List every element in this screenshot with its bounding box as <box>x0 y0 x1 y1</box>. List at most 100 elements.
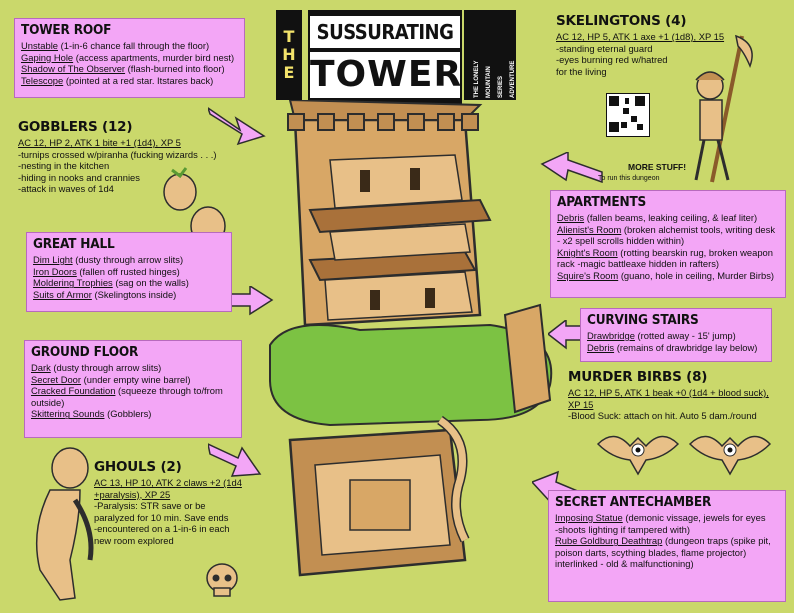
stat-block: AC 13, HP 10, ATK 2 claws +2 (1d4 <box>94 477 242 488</box>
feature-desc: (under empty wine barrel) <box>83 373 191 385</box>
title-line-1: SUSSURATING <box>310 16 460 48</box>
title-the-letter: E <box>283 63 295 82</box>
feature-name: Shadow of The Observer <box>21 63 126 75</box>
monster-note: -eyes burning red w/hatred <box>556 54 668 66</box>
feature-name: Alienist's Room <box>557 223 622 235</box>
main-title: SUSSURATING TOWER <box>308 10 462 104</box>
feature-desc: (demonic vissage, jewels for eyes <box>625 512 766 523</box>
monster-note: -turnips crossed w/piranha (fucking wiza… <box>18 148 217 160</box>
feature-desc: -shoots lighting if tampered with) <box>555 523 690 535</box>
title-block: T H E SUSSURATING TOWER THE LONELY MOUNT… <box>276 10 516 104</box>
section-ground-floor: Ground Floor Dark (dusty through arrow s… <box>24 340 242 438</box>
stat-block: AC 12, HP 5, ATK 1 axe +1 (1d8), XP 15 <box>556 31 725 42</box>
feature-name: Gaping Hole <box>21 51 74 63</box>
qr-code[interactable] <box>606 93 650 137</box>
feature-desc: interlinked - old & malfunctioning) <box>555 558 694 570</box>
feature-name: Knight's Room <box>557 246 618 258</box>
feature-desc: (dungeon traps (spike pit, <box>664 535 771 547</box>
section-title: Curving Stairs <box>587 312 699 328</box>
section-murder-birbs: Murder Birbs (8) AC 12, HP 5, ATK 1 beak… <box>568 370 788 422</box>
monster-note: paralyzed for 10 min. Save ends <box>94 511 229 523</box>
feature-name: Suits of Armor <box>33 288 92 300</box>
feature-name: Dark <box>31 362 51 373</box>
arrow-icon <box>540 152 603 184</box>
section-tower-roof: Tower Roof Unstable (1-in-6 chance fall … <box>14 18 245 98</box>
feature-desc: (fallen off rusted hinges) <box>79 265 180 277</box>
monster-note: new room explored <box>94 534 174 546</box>
feature-desc: (squeeze through to/from <box>118 385 223 397</box>
feature-name: Rube Goldburg Deathtrap <box>555 535 663 547</box>
murder-birb-creature-icon <box>596 435 772 476</box>
feature-name: Imposing Statue <box>555 512 623 523</box>
feature-name: Drawbridge <box>587 330 635 341</box>
feature-desc: (Gobblers) <box>107 408 152 420</box>
feature-desc: (dusty through arrow slits) <box>53 362 162 373</box>
section-curving-stairs: Curving Stairs Drawbridge (rotted away -… <box>580 308 772 362</box>
section-title: Gobblers (12) <box>18 119 133 135</box>
feature-desc: rack -magic battleaxe hidden in rafters) <box>557 258 720 270</box>
stat-block: +paralysis), XP 25 <box>94 488 171 500</box>
tower-illustration <box>269 100 553 577</box>
feature-desc: (dusty through arrow slits) <box>75 254 184 265</box>
feature-desc: - x2 spell scrolls hidden within) <box>557 235 685 247</box>
feature-desc: (sag on the walls) <box>115 277 189 289</box>
section-ghouls: Ghouls (2) AC 13, HP 10, ATK 2 claws +2 … <box>94 460 274 547</box>
feature-desc: (flash-burned into floor) <box>127 63 225 75</box>
section-title: Great Hall <box>33 236 115 252</box>
feature-desc: (broken alchemist tools, writing desk <box>623 223 776 235</box>
section-title: Murder Birbs (8) <box>568 369 708 385</box>
section-gobblers: Gobblers (12) AC 12, HP 2, ATK 1 bite +1… <box>18 120 238 195</box>
feature-desc: poison darts, scything blades, flame pro… <box>555 546 747 558</box>
more-stuff-subtext: To run this dungeon <box>598 175 660 182</box>
monster-note: -encountered on a 1-in-6 in each <box>94 523 230 535</box>
series-label-line: ADVENTURE <box>510 60 516 98</box>
monster-note: -Paralysis: STR save or be <box>94 500 206 512</box>
feature-name: Squire's Room <box>557 269 619 281</box>
feature-desc: (rotted away - 15' jump) <box>637 330 736 341</box>
feature-desc: (1-in-6 chance fall through the floor) <box>60 40 210 51</box>
feature-name: Unstable <box>21 40 59 51</box>
stat-block: AC 12, HP 5, ATK 1 beak +0 (1d4 + blood … <box>568 387 769 398</box>
monster-note: -standing eternal guard <box>556 42 653 54</box>
title-the-letter: H <box>282 45 296 64</box>
series-label-line: SERIES <box>498 75 504 98</box>
title-the-letter: T <box>283 27 295 46</box>
stat-block: AC 12, HP 2, ATK 1 bite +1 (1d4), XP 5 <box>18 137 181 148</box>
stat-block: XP 15 <box>568 398 594 410</box>
feature-name: Skittering Sounds <box>31 408 105 420</box>
arrow-icon <box>208 443 262 477</box>
series-label: THE LONELY MOUNTAIN SERIES ADVENTURE <box>464 10 516 100</box>
feature-name: Telescope <box>21 74 64 86</box>
section-title: Ground Floor <box>31 344 139 360</box>
feature-desc: (fallen beams, leaking ceiling, & leaf l… <box>586 212 758 223</box>
feature-name: Debris <box>587 341 615 353</box>
monster-note: -attack in waves of 1d4 <box>18 183 114 195</box>
section-apartments: Apartments Debris (fallen beams, leaking… <box>550 190 786 298</box>
section-title: Apartments <box>557 194 647 210</box>
title-the-bar: T H E <box>276 10 302 100</box>
monster-note: for the living <box>556 65 607 77</box>
section-title: Skelingtons (4) <box>556 13 687 29</box>
feature-desc: (rotting bearskin rug, broken weapon <box>620 246 773 258</box>
more-stuff-label: MORE STUFF! <box>628 162 687 172</box>
feature-desc: (remains of drawbridge lay below) <box>616 341 758 353</box>
title-line-2: TOWER <box>310 52 461 98</box>
section-title: Ghouls (2) <box>94 459 182 475</box>
section-title: Secret Antechamber <box>555 494 712 510</box>
feature-name: Dim Light <box>33 254 73 265</box>
section-secret-antechamber: Secret Antechamber Imposing Statue (demo… <box>548 490 786 602</box>
skelington-creature-icon <box>694 34 753 183</box>
feature-name: Cracked Foundation <box>31 385 116 397</box>
arrow-icon <box>208 107 266 146</box>
series-label-line: THE LONELY <box>474 60 480 98</box>
feature-desc: (access apartments, murder bird nest) <box>75 51 235 63</box>
monster-note: -Blood Suck: attach on hit. Auto 5 dam./… <box>568 410 757 422</box>
feature-desc: outside) <box>31 396 65 408</box>
feature-name: Secret Door <box>31 373 82 385</box>
feature-desc: (guano, hole in ceiling, Murder Birbs) <box>620 269 775 281</box>
feature-desc: (pointed at a red star. Itstares back) <box>65 74 214 86</box>
monster-note: -nesting in the kitchen <box>18 160 110 172</box>
feature-name: Iron Doors <box>33 265 77 277</box>
monster-note: -hiding in nooks and crannies <box>18 171 140 183</box>
